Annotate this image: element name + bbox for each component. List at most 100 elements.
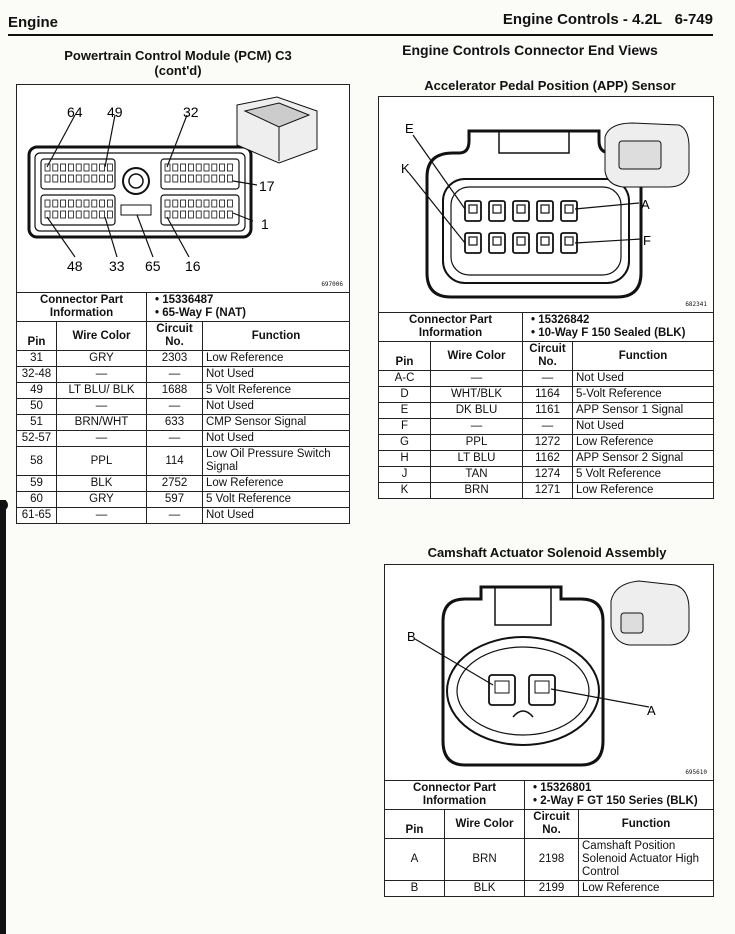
pcm-pin-cavity [75,163,82,172]
pcm-callout-65: 65 [145,258,161,274]
header-rule [8,34,713,36]
pcm-column-headers: Pin Wire Color Circuit No. Function [16,321,350,351]
cam-cell-color: BLK [444,880,525,897]
app-pin-terminal [516,236,526,246]
pcm-pin-cavity [180,163,187,172]
page-header-right: Engine Controls - 4.2L 6-749 [503,11,713,28]
pcm-pin-cavity [164,163,171,172]
pcm-pin-cavity [203,199,210,208]
app-pin-terminal [468,236,478,246]
cam-cell-function: Camshaft Position Solenoid Actuator High… [578,838,714,881]
app-cell-function: Not Used [572,418,714,435]
col-function: Function [202,321,350,351]
pcm-pin-cavity [68,199,74,208]
pcm-connector-figure: 64 49 32 17 1 48 33 65 16 697006 [16,84,350,294]
pcm-connector-info: Connector Part Information • 15336487 • … [16,292,350,322]
pcm-pin-cavity [52,163,59,172]
app-connector-info: Connector Part Information • 15326842 • … [378,312,714,342]
app-cell-circuit: — [522,418,573,435]
pcm-pin-cavity [99,199,105,208]
app-table-row: F——Not Used [378,418,714,435]
app-cell-function: 5-Volt Reference [572,386,714,403]
pcm-pin-cavity [107,174,113,183]
app-pin-terminal [564,236,574,246]
pcm-connector-drawing: 64 49 32 17 1 48 33 65 16 [27,96,318,274]
pcm-pin-cavity [195,210,202,219]
pcm-cell-pin: 52-57 [16,430,57,447]
cam-connector-info: Connector Part Information • 15326801 • … [384,780,714,810]
pcm-pin-cavity [91,199,98,208]
pcm-pin-cavity [60,174,66,183]
scan-edge-mark [0,500,6,934]
app-cell-pin: H [378,450,431,467]
cam-figure-id: 695610 [685,769,707,776]
app-part-number: • 15326842 [531,314,590,326]
pcm-pin-cavity [75,174,82,183]
pcm-pin-cavity [172,199,179,208]
pcm-pin-cavity [107,199,113,208]
app-cell-pin: G [378,434,431,451]
pcm-cell-color: LT BLU/ BLK [56,382,147,399]
pcm-pin-cavity [60,199,66,208]
pcm-pin-cavity [180,199,187,208]
pcm-pin-cavity [91,163,98,172]
pcm-pin-cavity [211,210,218,219]
app-cell-circuit: 1274 [522,466,573,483]
app-pin-terminal [540,236,550,246]
app-cell-circuit: 1164 [522,386,573,403]
cam-connector-drawing: B A [407,580,690,767]
app-cell-circuit: 1162 [522,450,573,467]
pcm-pin-cavity [172,163,179,172]
col-function: Function [572,341,714,371]
pcm-pin-cavity [172,174,179,183]
pcm-cell-function: CMP Sensor Signal [202,414,350,431]
pcm-pin-cavity [44,174,51,183]
app-column-headers: Pin Wire Color Circuit No. Function [378,341,714,371]
pcm-pin-cavity [99,163,105,172]
col-circuit: Circuit No. [522,341,573,371]
cam-connector-figure: B A 695610 [384,564,714,782]
pcm-callout-64: 64 [67,104,83,120]
pcm-connector-desc: • 65-Way F (NAT) [155,307,246,319]
pcm-cell-pin: 60 [16,491,57,508]
pcm-cell-circuit: 114 [146,446,203,476]
pcm-cell-circuit: 1688 [146,382,203,399]
pcm-pin-cavity [68,210,74,219]
cam-callout-b: B [407,629,416,644]
section-label: Engine [8,14,59,31]
pcm-pin-cavity [44,199,51,208]
col-wire-color: Wire Color [430,341,523,371]
pcm-callout-17: 17 [259,178,275,194]
pcm-cell-function: Not Used [202,430,350,447]
app-pin-terminal [492,236,502,246]
pcm-cell-pin: 49 [16,382,57,399]
app-callout-a: A [641,197,650,212]
pcm-cell-color: BLK [56,475,147,492]
pcm-figure-id: 697006 [321,281,343,288]
app-cell-pin: J [378,466,431,483]
pcm-cell-circuit: — [146,366,203,383]
pcm-pin-cavity [180,174,187,183]
pcm-pin-cavity [211,174,218,183]
pcm-table-row: 50——Not Used [16,398,350,415]
pcm-pin-cavity [219,199,226,208]
pcm-part-number: • 15336487 [155,294,214,306]
pcm-pin-cavity [83,199,90,208]
app-connector-drawing: E K A F [401,121,690,299]
col-wire-color: Wire Color [56,321,147,351]
app-callout-f: F [643,233,651,248]
right-column-title: Engine Controls Connector End Views [402,42,658,58]
app-cell-circuit: — [522,370,573,387]
app-pinout-table: Connector Part Information • 15326842 • … [378,312,714,499]
pcm-pin-cavity [187,163,194,172]
pcm-cell-function: Not Used [202,366,350,383]
app-pin-terminal [492,204,502,214]
pcm-pin-cavity [219,174,226,183]
pcm-connector-label: Connector Part Information [16,292,147,322]
pcm-pin-cavity [226,163,233,172]
app-cell-pin: F [378,418,431,435]
